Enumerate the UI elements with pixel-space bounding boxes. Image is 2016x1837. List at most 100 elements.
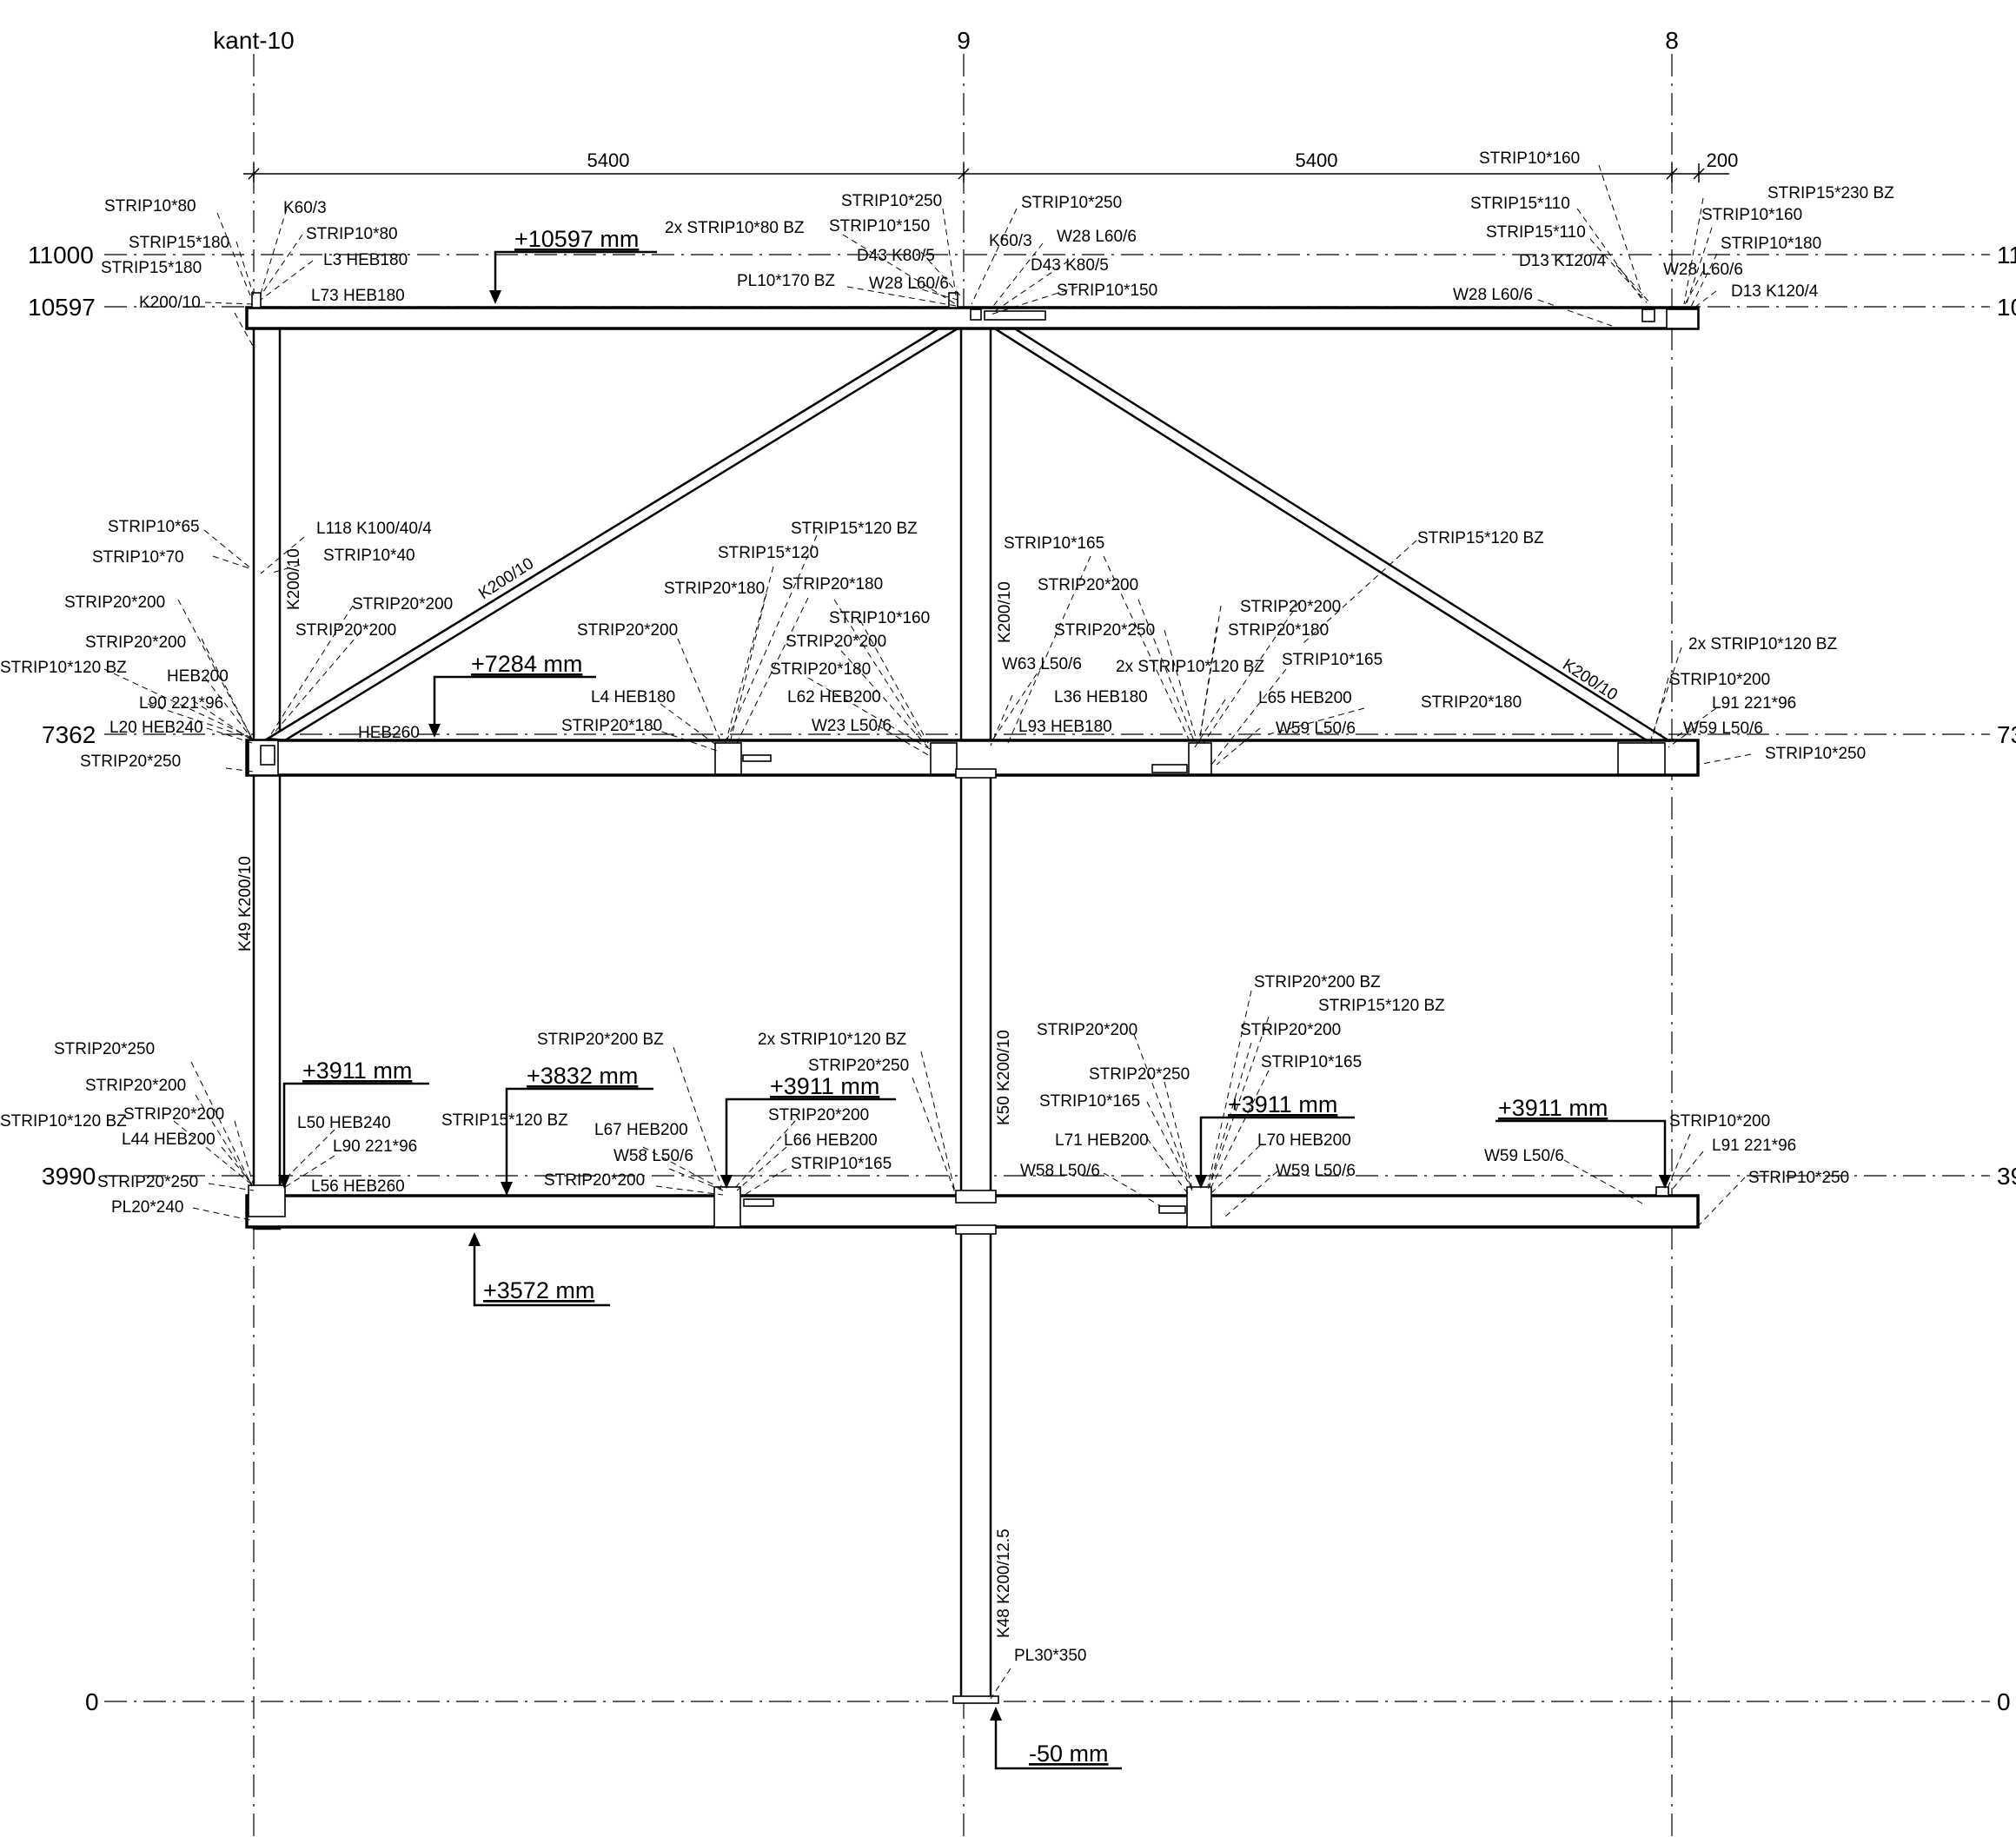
- svg-text:STRIP15*110: STRIP15*110: [1486, 223, 1586, 242]
- svg-text:STRIP10*165: STRIP10*165: [1004, 534, 1104, 553]
- svg-text:STRIP10*160: STRIP10*160: [1701, 206, 1802, 224]
- svg-text:W59 L50/6: W59 L50/6: [1683, 720, 1763, 738]
- dim-span-right: 5400: [1296, 149, 1338, 171]
- svg-text:K200/10: K200/10: [139, 294, 201, 312]
- svg-text:W63 L50/6: W63 L50/6: [1002, 655, 1082, 673]
- svg-text:STRIP20*250: STRIP20*250: [80, 753, 181, 771]
- svg-text:STRIP20*200: STRIP20*200: [768, 1106, 869, 1124]
- svg-text:K60/3: K60/3: [989, 232, 1032, 250]
- svg-text:PL30*350: PL30*350: [1014, 1647, 1086, 1665]
- svg-text:STRIP10*120 BZ: STRIP10*120 BZ: [0, 659, 127, 677]
- svg-text:W23 L50/6: W23 L50/6: [812, 717, 892, 735]
- svg-text:STRIP20*200: STRIP20*200: [1038, 576, 1138, 594]
- level-label-11000: 11000: [28, 242, 94, 269]
- svg-text:2x STRIP10*120 BZ: 2x STRIP10*120 BZ: [758, 1031, 906, 1049]
- svg-text:STRIP15*120 BZ: STRIP15*120 BZ: [1417, 529, 1544, 547]
- grid-label-kant-10: kant-10: [213, 27, 294, 54]
- svg-text:STRIP10*120 BZ: STRIP10*120 BZ: [0, 1112, 127, 1131]
- svg-text:D43 K80/5: D43 K80/5: [1031, 256, 1109, 275]
- svg-text:STRIP15*110: STRIP15*110: [1470, 195, 1570, 213]
- svg-text:STRIP10*80: STRIP10*80: [104, 197, 196, 216]
- svg-text:STRIP20*200 BZ: STRIP20*200 BZ: [1254, 973, 1381, 991]
- svg-text:STRIP15*230 BZ: STRIP15*230 BZ: [1767, 184, 1894, 202]
- svg-text:2x STRIP10*120 BZ: 2x STRIP10*120 BZ: [1688, 635, 1837, 653]
- level-label-right-0: 0: [1997, 1688, 2011, 1715]
- svg-text:K200/10: K200/10: [285, 548, 303, 610]
- svg-text:STRIP10*165: STRIP10*165: [1282, 651, 1383, 669]
- svg-text:+3572 mm: +3572 mm: [483, 1277, 594, 1303]
- svg-text:STRIP10*65: STRIP10*65: [108, 518, 200, 536]
- svg-text:STRIP10*150: STRIP10*150: [829, 217, 930, 235]
- level-label-7362: 7362: [42, 721, 96, 748]
- svg-text:2x STRIP10*80 BZ: 2x STRIP10*80 BZ: [665, 219, 805, 237]
- svg-text:L50 HEB240: L50 HEB240: [297, 1114, 391, 1132]
- svg-text:L118 K100/40/4: L118 K100/40/4: [316, 520, 432, 538]
- level-label-0: 0: [85, 1688, 99, 1715]
- elevation-marker-base: -50 mm: [990, 1707, 1122, 1770]
- svg-text:L20 HEB240: L20 HEB240: [109, 719, 203, 737]
- svg-text:L66 HEB200: L66 HEB200: [784, 1131, 878, 1150]
- svg-text:STRIP20*250: STRIP20*250: [1054, 621, 1155, 640]
- level-label-right-10597: 10: [1997, 294, 2016, 321]
- svg-text:PL10*170 BZ: PL10*170 BZ: [737, 272, 835, 290]
- svg-text:W28 L60/6: W28 L60/6: [1663, 261, 1743, 279]
- svg-text:HEB260: HEB260: [358, 724, 420, 742]
- elevation-marker-b1: +3911 mm: [278, 1058, 429, 1189]
- svg-text:+3911 mm: +3911 mm: [1498, 1095, 1608, 1121]
- svg-text:STRIP20*200: STRIP20*200: [64, 594, 165, 612]
- svg-text:STRIP10*200: STRIP10*200: [1669, 1112, 1770, 1131]
- svg-text:W58 L50/6: W58 L50/6: [613, 1147, 693, 1165]
- svg-text:STRIP10*250: STRIP10*250: [1765, 745, 1866, 763]
- svg-text:STRIP15*120 BZ: STRIP15*120 BZ: [791, 520, 918, 538]
- svg-text:STRIP20*180: STRIP20*180: [1228, 621, 1329, 640]
- svg-text:K49 K200/10: K49 K200/10: [236, 856, 255, 952]
- svg-text:STRIP15*120 BZ: STRIP15*120 BZ: [1318, 997, 1445, 1015]
- column-mid: [959, 315, 992, 1703]
- connection-details: [248, 292, 1699, 1235]
- svg-text:L36 HEB180: L36 HEB180: [1054, 688, 1148, 706]
- svg-text:STRIP10*160: STRIP10*160: [829, 609, 930, 627]
- svg-text:L62 HEB200: L62 HEB200: [787, 688, 881, 706]
- level-label-3990: 3990: [42, 1163, 96, 1190]
- svg-text:STRIP20*200: STRIP20*200: [85, 1077, 186, 1095]
- member-labels: STRIP10*80 K60/3 STRIP15*180 STRIP10*80 …: [0, 149, 1894, 1665]
- svg-text:W28 L60/6: W28 L60/6: [869, 275, 949, 293]
- elevation-marker-under: +3572 mm: [468, 1232, 610, 1307]
- svg-text:STRIP15*180: STRIP15*180: [101, 259, 202, 277]
- svg-text:L70 HEB200: L70 HEB200: [1257, 1131, 1351, 1150]
- rotated-labels: K200/10 K200/10 K200/10 K200/10 K49 K200…: [236, 548, 1621, 1638]
- dimension-line: 5400 5400 200: [243, 149, 1738, 182]
- svg-text:+3911 mm: +3911 mm: [1228, 1091, 1337, 1117]
- svg-text:W59 L50/6: W59 L50/6: [1484, 1147, 1564, 1165]
- svg-text:STRIP10*80: STRIP10*80: [306, 225, 398, 243]
- svg-text:STRIP20*180: STRIP20*180: [782, 575, 883, 594]
- elevation-marker-b4: +3911 mm: [1195, 1091, 1355, 1189]
- svg-text:W59 L50/6: W59 L50/6: [1276, 1162, 1356, 1180]
- svg-text:STRIP20*180: STRIP20*180: [1421, 693, 1522, 712]
- svg-text:STRIP10*165: STRIP10*165: [1039, 1092, 1140, 1111]
- svg-text:STRIP10*165: STRIP10*165: [1261, 1053, 1362, 1071]
- svg-text:STRIP20*200: STRIP20*200: [295, 621, 396, 640]
- svg-text:STRIP20*200: STRIP20*200: [577, 621, 678, 640]
- svg-text:L65 HEB200: L65 HEB200: [1258, 689, 1352, 707]
- svg-text:W58 L50/6: W58 L50/6: [1020, 1162, 1100, 1180]
- svg-text:STRIP20*250: STRIP20*250: [808, 1057, 909, 1075]
- svg-text:L90 221*96: L90 221*96: [333, 1137, 417, 1156]
- svg-text:STRIP10*250: STRIP10*250: [1021, 194, 1122, 212]
- level-label-right-7362: 73: [1997, 721, 2016, 748]
- svg-text:W28 L60/6: W28 L60/6: [1453, 286, 1533, 304]
- svg-text:L67 HEB200: L67 HEB200: [594, 1121, 688, 1139]
- svg-text:+10597 mm: +10597 mm: [514, 226, 639, 252]
- brace-right: [982, 322, 1673, 742]
- svg-text:STRIP10*180: STRIP10*180: [1721, 235, 1821, 253]
- svg-text:STRIP20*200 BZ: STRIP20*200 BZ: [537, 1031, 664, 1049]
- svg-text:W59 L50/6: W59 L50/6: [1276, 720, 1356, 738]
- svg-text:+3911 mm: +3911 mm: [770, 1073, 879, 1099]
- svg-text:STRIP10*200: STRIP10*200: [1669, 671, 1770, 689]
- leader-lines: [103, 164, 1752, 1700]
- svg-text:STRIP20*200: STRIP20*200: [1037, 1021, 1137, 1039]
- svg-text:STRIP20*200: STRIP20*200: [85, 633, 186, 652]
- svg-text:STRIP20*200: STRIP20*200: [1240, 1021, 1341, 1039]
- svg-text:L4 HEB180: L4 HEB180: [591, 688, 675, 706]
